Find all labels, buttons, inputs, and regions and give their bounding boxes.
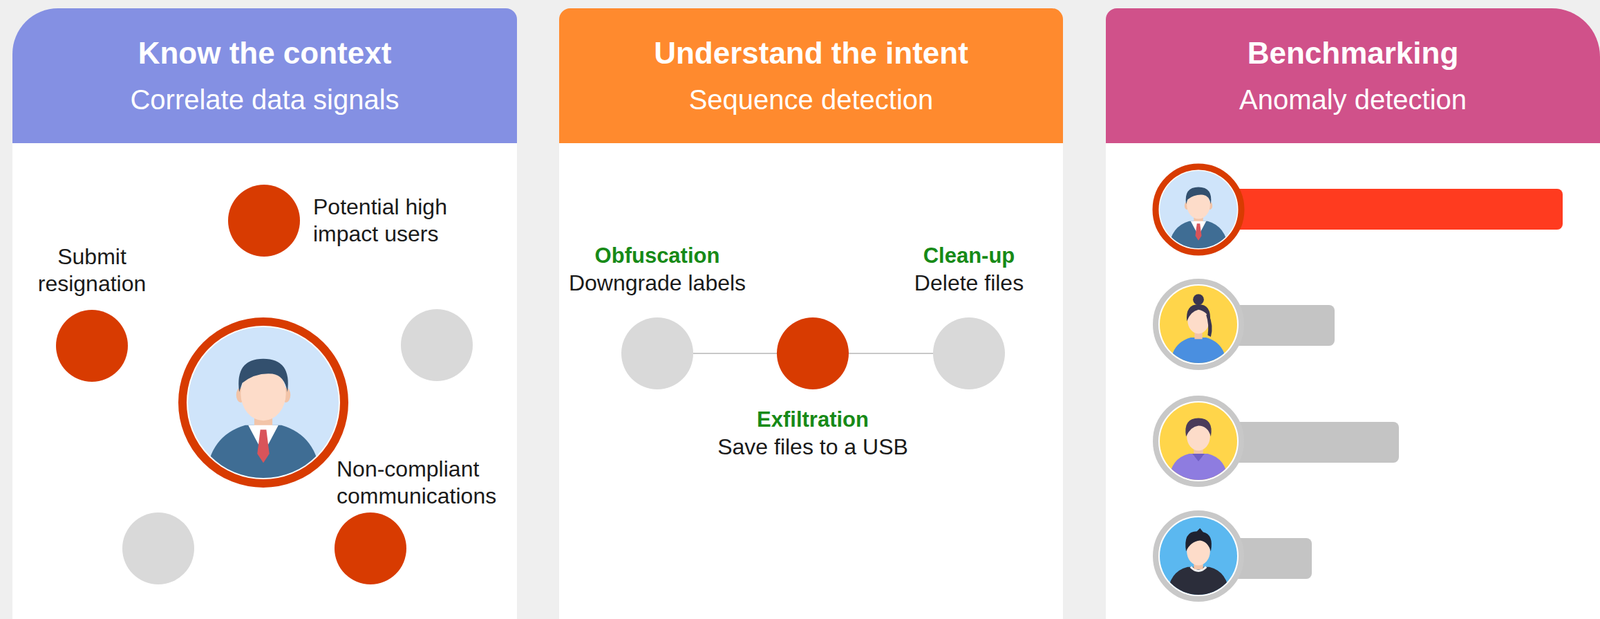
avatar-ring [1155,512,1242,599]
inactive-signal [400,308,473,381]
signal-circle: Clean-upDelete files [933,317,1005,390]
avatar-ring [1155,398,1242,484]
stage-name: Clean-up [914,241,1024,270]
signal-label: Potential high impact users [313,193,462,248]
signal-circle: Non-compliant communications [334,512,407,585]
stage-name: Obfuscation [568,241,746,270]
risk-bar [1230,188,1563,230]
panel-header: BenchmarkingAnomaly detection [1105,8,1600,144]
risk-bar [1230,304,1335,346]
signal-label: Non-compliant communications [336,455,506,510]
signal-text: Delete files [914,269,1024,297]
user-avatar [1159,285,1238,363]
panel-title: Benchmarking [1247,35,1460,72]
stage-name: Exfiltration [717,405,909,434]
avatar-ring [1155,166,1242,253]
panel-body [12,103,517,619]
panel-title: Understand the intent [653,35,969,72]
signal-label: ExfiltrationSave files to a USB [717,405,909,461]
panel-card: Understand the intentSequence detectionO… [559,8,1063,619]
user-avatar [1159,516,1238,595]
panel-subtitle: Sequence detection [689,82,934,117]
signal-circle: Potential high impact users [228,184,300,257]
user-avatar [187,326,339,478]
signal-label: Submit resignation [22,243,162,298]
signal-label: ObfuscationDowngrade labels [568,241,746,297]
inactive-signal [122,512,195,585]
signal-text: Non-compliant communications [336,455,506,510]
panel-header: Understand the intentSequence detection [559,8,1063,144]
signal-text: Downgrade labels [568,269,746,297]
panel-subtitle: Anomaly detection [1239,82,1467,117]
signal-text: Save files to a USB [717,433,909,461]
panel-subtitle: Correlate data signals [129,82,399,117]
user-avatar [1159,402,1238,480]
signal-text: Potential high impact users [313,193,462,248]
panel-header: Know the contextCorrelate data signals [12,8,517,144]
avatar-ring [1155,281,1242,367]
sequence-line [693,352,777,354]
panel-title: Know the context [138,35,392,72]
panel-card: Know the contextCorrelate data signalsPo… [12,8,517,619]
user-avatar [1159,170,1238,249]
avatar-ring [182,321,345,484]
risk-bar [1230,421,1399,463]
signal-circle: Submit resignation [55,309,128,382]
signal-text: Submit resignation [22,243,162,298]
signal-circle: ObfuscationDowngrade labels [621,317,694,390]
sequence-line [848,352,934,354]
panel-body [559,103,1063,619]
signal-circle: ExfiltrationSave files to a USB [776,317,849,390]
signal-label: Clean-upDelete files [914,241,1024,297]
panel-body [1105,103,1600,619]
panel-card: BenchmarkingAnomaly detection [1105,8,1600,619]
